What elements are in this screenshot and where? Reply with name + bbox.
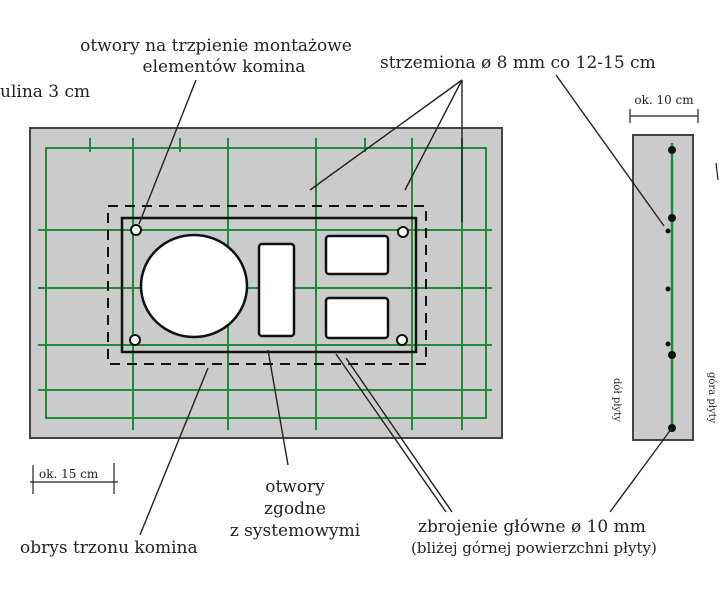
round-flue-opening: [139, 233, 249, 339]
label-otwory-zgodne-3: z systemowymi: [230, 521, 361, 541]
label-obrys: obrys trzonu komina: [20, 538, 198, 558]
label-otwory-trzpienie-2: elementów komina: [143, 57, 306, 77]
pin-hole: [397, 226, 409, 238]
label-otwory-zgodne-1: otwory: [265, 477, 325, 497]
text-labels: ulina 3 cm otwory na trzpienie montażowe…: [0, 36, 717, 558]
label-otwory-trzpienie-1: otwory na trzpienie montażowe: [80, 36, 352, 56]
label-blizej: (bliżej górnej powierzchni płyty): [411, 539, 657, 557]
label-zbrojenie: zbrojenie główne ø 10 mm: [418, 517, 646, 537]
vent-opening-top: [324, 234, 390, 276]
mounting-pin-holes: [129, 224, 409, 346]
label-gora-plyty: góra płyty: [706, 372, 717, 424]
label-otulina: ulina 3 cm: [0, 82, 90, 102]
vent-opening-tall: [257, 242, 296, 338]
pin-hole: [130, 224, 142, 236]
label-strzemiona: strzemiona ø 8 mm co 12-15 cm: [380, 53, 656, 73]
slab-plan-view: [29, 127, 503, 439]
dim-10cm: [629, 109, 699, 123]
leader-lines: [138, 74, 673, 536]
vent-opening-bottom: [324, 296, 390, 340]
label-dol-plyty: dół płyty: [611, 378, 622, 422]
label-otwory-zgodne-2: zgodne: [264, 499, 326, 519]
pin-hole: [129, 334, 141, 346]
rebar-outer-loop: [45, 147, 487, 419]
label-ok-10: ok. 10 cm: [634, 93, 694, 107]
section-outline: [632, 134, 694, 441]
chimney-core-outline-dashed: [107, 205, 427, 365]
label-ok-15: ok. 15 cm: [39, 467, 99, 481]
slab-section-view: [629, 109, 719, 441]
system-openings: [139, 233, 390, 340]
pin-hole: [396, 334, 408, 346]
dim-15cm: [30, 463, 118, 494]
